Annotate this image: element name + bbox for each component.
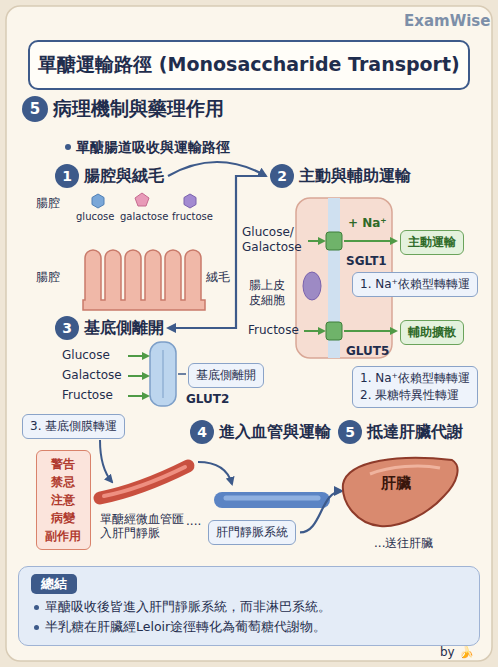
label: GLUT2	[186, 392, 229, 407]
villi	[83, 250, 205, 310]
note-box: 主動運輸	[400, 230, 464, 255]
bullet-dot	[34, 625, 39, 630]
label: galactose	[120, 211, 168, 224]
step-heading: 3基底側離開	[55, 316, 164, 340]
box-text: 1. Na⁺依賴型轉轉運	[360, 370, 470, 387]
glut5-transporter	[326, 322, 342, 340]
summary-bullet: 單醣吸收後皆進入肝門靜脈系統，而非淋巴系統。	[31, 597, 467, 617]
label: SGLT1	[346, 254, 387, 269]
arrow	[178, 373, 186, 375]
section-heading: 5病理機制與藥理作用	[22, 96, 224, 122]
label: ExamWise	[404, 12, 490, 31]
fructose-molecule	[184, 194, 196, 208]
channel	[163, 350, 164, 398]
step-title: 腸腔與絨毛	[84, 166, 164, 187]
callout-number: 4	[190, 420, 214, 444]
label: ....	[186, 514, 201, 529]
liver-highlight	[370, 466, 440, 474]
step-title: 抵達肝臟代謝	[367, 422, 463, 443]
label: 腸上皮 皮細胞	[249, 278, 289, 308]
label: Glucose/ Galactose	[242, 225, 308, 255]
label: 腸腔	[36, 270, 60, 285]
label: 腸腔	[36, 196, 60, 211]
liver: 肝臟	[340, 452, 460, 530]
summary-heading: 總結	[31, 573, 467, 597]
flow-arrow	[300, 491, 342, 532]
arrow	[128, 395, 148, 397]
warning-box: 警告 禁忌 注意 病變 副作用	[36, 450, 91, 550]
liver-outline	[343, 458, 458, 526]
callout-number: 1	[55, 164, 79, 188]
arrow	[100, 440, 112, 482]
portal-vein-lumen	[226, 496, 318, 501]
flow-arrow	[168, 162, 266, 176]
note-box: 3. 基底側膜轉運	[22, 414, 125, 439]
box-text: 輔助擴散	[408, 324, 456, 341]
label: + Na⁺	[348, 216, 387, 231]
label: 單醣經微血管匯 入肝門靜脈	[100, 512, 190, 541]
summary-bullet: 半乳糖在肝臟經Leloir途徑轉化為葡萄糖代謝物。	[31, 617, 467, 637]
sglt1-transporter	[326, 232, 342, 250]
summary-tag: 總結	[31, 574, 77, 594]
step-title: 進入血管與運輸	[219, 422, 331, 443]
label: Glucose	[62, 348, 110, 363]
step-heading: 5抵達肝臟代謝	[338, 420, 463, 444]
step-title: 病理機制與藥理作用	[53, 96, 224, 122]
arrow	[128, 355, 148, 357]
box-text: 2. 果糖特異性轉運	[360, 387, 470, 404]
diagram-title: 單醣運輸路徑 (Monosaccharide Transport)	[28, 40, 470, 90]
box-text: 基底側離開	[196, 367, 256, 384]
label: fructose	[172, 211, 213, 224]
callout-number: 2	[270, 164, 294, 188]
summary-panel: 總結單醣吸收後皆進入肝門靜脈系統，而非淋巴系統。半乳糖在肝臟經Leloir途徑轉…	[18, 566, 480, 646]
galactose-molecule	[135, 193, 149, 206]
step-heading: 4進入血管與運輸	[190, 420, 331, 444]
label: Fructose	[248, 323, 299, 338]
arrow	[304, 330, 324, 332]
summary-text: 半乳糖在肝臟經Leloir途徑轉化為葡萄糖代謝物。	[45, 619, 326, 634]
glut2-transporter	[150, 342, 176, 406]
capillary-lumen	[104, 467, 185, 496]
label: GLUT5	[346, 344, 389, 359]
organ-label: 肝臟	[340, 474, 452, 493]
note-box: 1. Na⁺依賴型轉轉運2. 果糖特異性轉運	[352, 366, 478, 408]
label: Fructose	[62, 388, 113, 403]
box-text: 1. Na⁺依賴型轉轉運	[360, 276, 470, 293]
bullet-dot	[34, 605, 39, 610]
box-text: 3. 基底側膜轉運	[30, 418, 117, 435]
box-text: 主動運輸	[408, 234, 456, 251]
callout-number: 3	[55, 316, 79, 340]
arrow	[198, 462, 232, 484]
label: 單醣腸道吸收與運輸路徑	[76, 139, 230, 157]
box-text: 肝門靜脈系統	[216, 524, 288, 541]
arrow	[344, 330, 396, 332]
nucleus	[303, 272, 321, 300]
callout-number: 5	[22, 96, 48, 122]
note-box: 1. Na⁺依賴型轉轉運	[352, 272, 478, 297]
arrow	[128, 375, 148, 377]
summary-text: 單醣吸收後皆進入肝門靜脈系統，而非淋巴系統。	[45, 599, 331, 614]
callout-number: 5	[338, 420, 362, 444]
note-box: 輔助擴散	[400, 320, 464, 345]
note-box: 基底側離開	[188, 363, 264, 388]
box-text: 警告 禁忌 注意 病變 副作用	[43, 455, 84, 545]
label: glucose	[76, 211, 114, 224]
label: 絨毛	[206, 270, 230, 285]
card	[6, 6, 492, 661]
label: ...送往肝臟	[374, 536, 433, 551]
note-box: 肝門靜脈系統	[208, 520, 296, 545]
label: by 🍌	[440, 645, 474, 660]
glucose-molecule	[92, 194, 104, 208]
capillary	[100, 466, 188, 498]
arrow	[344, 240, 396, 242]
step-heading: 1腸腔與絨毛	[55, 164, 164, 188]
bullet-dot	[65, 144, 71, 150]
step-title: 主動與輔助運輸	[299, 166, 411, 187]
label: Galactose	[62, 368, 122, 383]
step-heading: 2主動與輔助運輸	[270, 164, 411, 188]
portal-vein	[222, 492, 322, 508]
arrow	[308, 240, 324, 242]
step-title: 基底側離開	[84, 318, 164, 339]
